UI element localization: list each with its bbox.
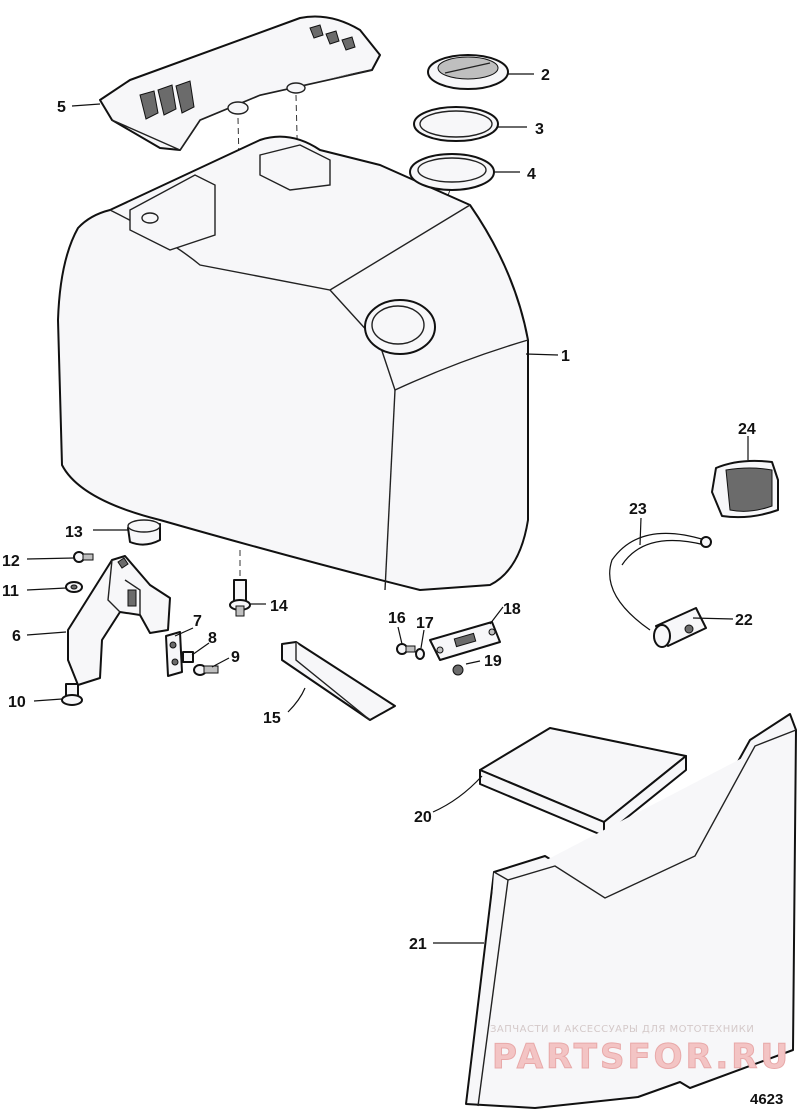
callout-17: 17: [416, 615, 434, 632]
callout-23: 23: [629, 501, 647, 518]
part-16-screw: [396, 643, 416, 655]
callout-15: 15: [263, 710, 281, 727]
figure-number: 4623: [750, 1091, 783, 1108]
callout-9: 9: [231, 649, 240, 666]
part-23-lanyard: [609, 532, 712, 631]
callout-20: 20: [414, 809, 432, 826]
part-5-top-cover: [99, 15, 381, 151]
leader-lines: [26, 73, 749, 944]
part-9-bolt: [193, 664, 219, 676]
callout-19: 19: [484, 653, 502, 670]
part-14-stud: [229, 579, 251, 617]
part-11-washer: [65, 581, 83, 593]
callout-5: 5: [57, 99, 66, 116]
part-2-cap: [427, 54, 509, 90]
callout-7: 7: [193, 613, 202, 630]
part-7-plate: [165, 631, 183, 677]
watermark: ЗАПЧАСТИ И АКСЕССУАРЫ ДЛЯ МОТОТЕХНИКИ PA…: [490, 1024, 791, 1078]
part-19-nut: [452, 664, 464, 676]
part-10-stud: [61, 683, 83, 706]
callout-10: 10: [8, 694, 26, 711]
part-13-grommet: [127, 519, 161, 546]
part-15-seal-strip: [281, 641, 396, 721]
callout-6: 6: [12, 628, 21, 645]
callout-3: 3: [535, 121, 544, 138]
callout-4: 4: [527, 166, 536, 183]
callout-13: 13: [65, 524, 83, 541]
part-3-ring: [413, 106, 499, 142]
callout-16: 16: [388, 610, 406, 627]
callout-12: 12: [2, 553, 20, 570]
callout-18: 18: [503, 601, 521, 618]
part-6-latch-bracket: [67, 555, 171, 686]
part-1-cowl: [57, 135, 529, 591]
part-12-screw: [73, 551, 94, 563]
part-8-nut: [182, 651, 194, 663]
part-17-washer: [415, 648, 425, 660]
callout-1: 1: [561, 348, 570, 365]
watermark-brand: PARTSFOR.RU: [492, 1037, 791, 1077]
part-4-seal: [409, 153, 495, 191]
callout-labels: 1 2 3 4 5 6 7 8 9 10 11 12 13 14 15 16 1…: [2, 67, 756, 953]
watermark-tagline: ЗАПЧАСТИ И АКСЕССУАРЫ ДЛЯ МОТОТЕХНИКИ: [490, 1024, 754, 1035]
part-18-latch-plate: [429, 621, 501, 661]
callout-22: 22: [735, 612, 753, 629]
callout-2: 2: [541, 67, 550, 84]
callout-14: 14: [270, 598, 288, 615]
callout-11: 11: [2, 583, 19, 600]
part-22-handle: [653, 607, 707, 648]
part-21-foam-panel: [465, 713, 797, 1109]
callout-21: 21: [409, 936, 427, 953]
callout-24: 24: [738, 421, 756, 438]
part-24-pad: [711, 459, 779, 519]
callout-8: 8: [208, 630, 217, 647]
part-20-foam-pad: [479, 727, 687, 837]
